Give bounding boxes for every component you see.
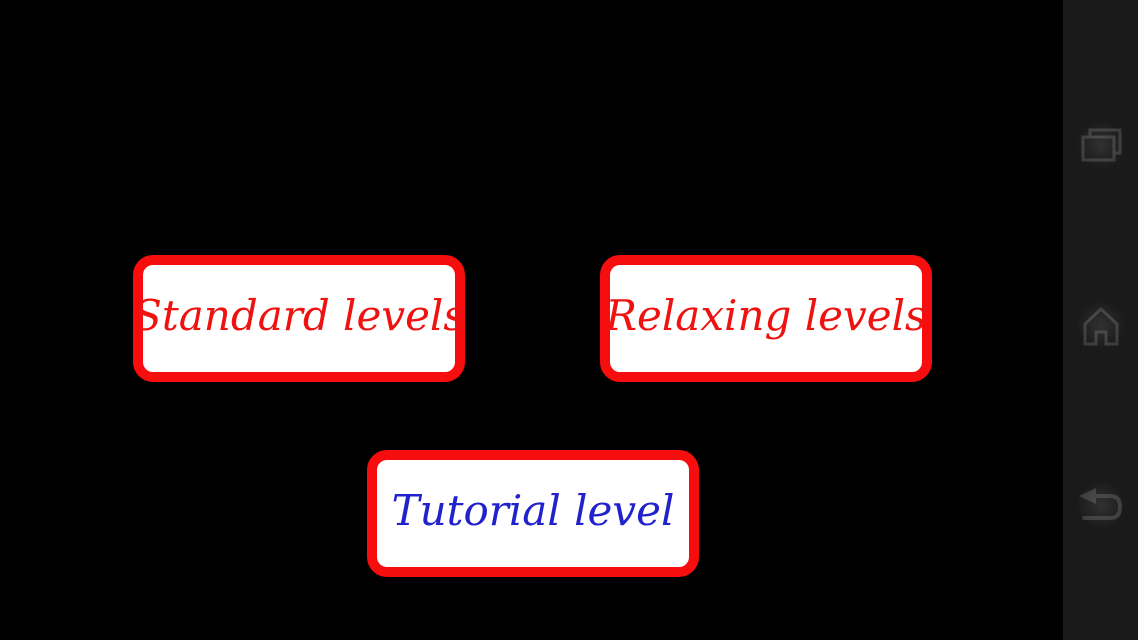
tutorial-level-button[interactable]: Tutorial level [367,450,699,577]
standard-levels-button[interactable]: Standard levels [133,255,465,382]
home-icon [1077,301,1125,349]
recent-apps-button[interactable] [1077,121,1125,169]
recent-apps-icon [1079,126,1123,164]
home-button[interactable] [1077,301,1125,349]
relaxing-levels-label: Relaxing levels [605,290,927,340]
android-navigation-bar [1063,0,1138,640]
back-icon [1077,484,1125,526]
relaxing-levels-button[interactable]: Relaxing levels [600,255,932,382]
standard-levels-label: Standard levels [133,290,465,340]
tutorial-level-label: Tutorial level [391,485,675,535]
back-button[interactable] [1077,481,1125,529]
